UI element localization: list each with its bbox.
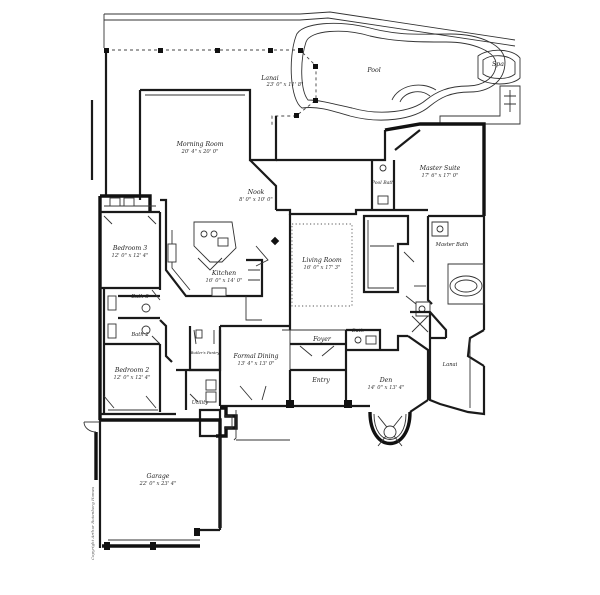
lanai-top-dim: 23' 0" x 11' 8" [266,82,304,88]
den-bath [346,328,382,350]
west-exterior-wall [90,100,152,420]
morning-room-walls [138,88,387,210]
bedroom-2-label: Bedroom 2 [114,367,149,374]
refrigerator-icon [167,243,177,263]
utility-label: Utility [192,400,209,406]
bedroom-3-walls [100,197,162,290]
kitchen-island [193,221,237,263]
pool-bath [370,160,396,210]
bath-2-label: Bath 2 [130,332,148,338]
spa-label: Spa [492,61,504,68]
nook-label: Nook [247,189,265,196]
pool-outline [290,22,506,121]
master-suite [362,122,486,294]
formal-dining [218,324,290,408]
pool-bath-label: Pool Bath [371,180,394,186]
nook-dim: 8' 0" x 10' 0" [239,197,273,203]
bath-3-and-bath-2 [102,288,173,363]
formal-dining-dim: 13' 4" x 13' 0" [238,361,275,367]
foyer-label: Foyer [312,336,332,343]
foyer-entry [286,330,352,408]
master-closet [410,310,448,338]
copyright-strip: Copyright Arthur Rutenberg Homes [90,487,95,560]
kitchen [160,198,280,321]
garage-dim: 22' 0" x 23' 4" [139,481,177,487]
right-lanai [428,329,486,416]
bedroom-3-dim: 12' 0" x 12' 4" [112,253,149,259]
butlers-pantry [188,326,222,372]
lanai-right-label: Lanai [442,362,458,368]
formal-dining-label: Formal Dining [233,353,279,360]
master-bath-label: Master Bath [435,242,469,248]
master-suite-dim: 17' 6" x 17' 0" [422,173,459,179]
morning-room-label: Morning Room [176,141,224,148]
living-room-dim: 16' 0" x 17' 3" [304,265,341,271]
den-dim: 14' 0" x 13' 4" [368,385,405,391]
living-room-label: Living Room [301,257,342,264]
bedroom-2-dim: 12' 0" x 12' 4" [114,375,151,381]
garage-label: Garage [147,473,170,480]
den-bath-label: Bath [351,328,364,334]
fireplace-icon [109,197,121,207]
entry-label: Entry [311,377,330,384]
morning-room-dim: 20' 4" x 20' 0" [181,149,219,155]
bedroom-2 [100,344,176,416]
pool-deck [103,11,516,48]
pool-label: Pool [366,67,380,74]
living-room [276,208,380,406]
butlers-pantry-label: Butler's Pantry [190,350,221,355]
master-suite-label: Master Suite [419,165,461,172]
den [346,334,430,447]
kitchen-label: Kitchen [211,270,236,277]
kitchen-dim: 16' 0" x 14' 0" [206,278,243,284]
bath-3-label: Bath 3 [130,294,149,300]
bedroom-3-label: Bedroom 3 [112,245,147,252]
top-lanai [104,48,318,196]
spa [477,49,521,85]
den-label: Den [379,377,393,384]
garage [83,410,290,550]
pool-stair-landing [439,85,521,125]
lanai-top-label: Lanai [260,75,278,82]
